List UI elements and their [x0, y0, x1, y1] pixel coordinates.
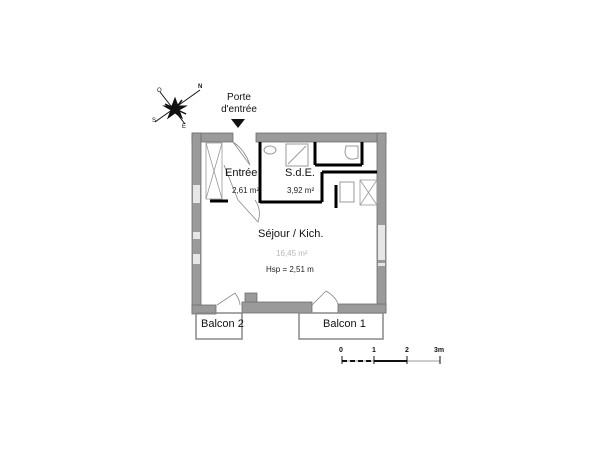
scale-tick-0: 0 — [339, 347, 343, 354]
partitions — [210, 142, 377, 208]
room-balcon2-name: Balcon 2 — [201, 318, 244, 330]
room-sde-name: S.d.E. — [285, 167, 315, 179]
room-sejour-area: 16,45 m² — [276, 249, 308, 258]
scale-bar — [341, 356, 441, 364]
room-entree-name: Entrée — [225, 167, 258, 179]
scale-tick-1: 1 — [372, 347, 376, 354]
compass-west: O — [157, 88, 162, 94]
sink-icon — [263, 145, 277, 155]
compass-rose-icon — [154, 89, 201, 125]
entry-label-line2: d'entrée — [221, 104, 257, 115]
door-swings — [216, 141, 339, 306]
compass-south: S — [152, 118, 157, 124]
closet — [205, 142, 378, 206]
shower-icon — [285, 143, 309, 167]
toilet-icon — [344, 145, 359, 160]
compass-east: E — [182, 124, 187, 130]
room-sejour-height: Hsp = 2,51 m — [266, 265, 314, 274]
scale-tick-3: 3m — [434, 347, 445, 354]
entry-arrow-icon — [231, 119, 245, 128]
entry-label-line1: Porte — [227, 92, 251, 103]
compass-north: N — [198, 84, 203, 90]
scale-tick-2: 2 — [405, 347, 409, 354]
room-balcon1-name: Balcon 1 — [323, 318, 366, 330]
room-sejour-name: Séjour / Kich. — [258, 228, 324, 240]
balconies — [195, 312, 384, 340]
shower-tray-icon — [339, 181, 355, 203]
exterior-walls — [191, 132, 387, 315]
fixtures — [263, 143, 359, 203]
entry-label: Porte d'entrée — [221, 92, 257, 116]
windows — [193, 185, 385, 266]
room-sde-area: 3,92 m² — [287, 186, 315, 195]
room-entree-area: 2,61 m² — [232, 186, 260, 195]
